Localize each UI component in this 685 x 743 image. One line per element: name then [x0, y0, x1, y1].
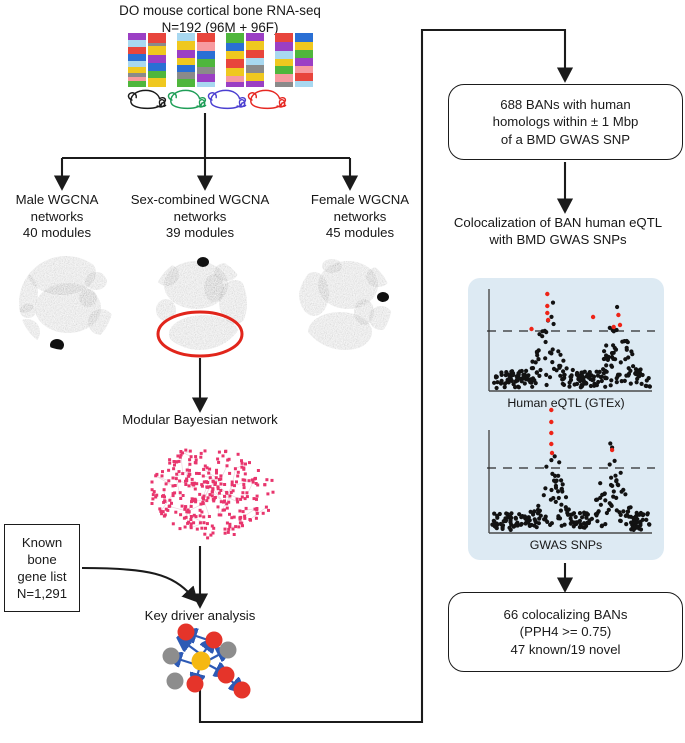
haplotype-bar: [128, 33, 146, 87]
combined-network-circle: [153, 256, 247, 350]
haplotype-bar: [226, 33, 244, 87]
label-female-wgcna: Female WGCNA networks 45 modules: [310, 192, 410, 241]
caption-human-eqtl: Human eQTL (GTEx): [507, 396, 625, 410]
haplotype-bar: [148, 33, 166, 87]
manhattan-panel: [468, 278, 664, 560]
haplotype-bar: [275, 33, 293, 87]
female-network-circle: [298, 256, 392, 350]
label-combined-wgcna: Sex-combined WGCNA networks 39 modules: [130, 192, 270, 241]
mouse-icon: [167, 89, 207, 110]
haplotype-bar: [295, 33, 313, 87]
haplotype-bar: [197, 33, 215, 87]
label-key-driver-analysis: Key driver analysis: [144, 608, 256, 623]
known-bone-gene-list-box: Known bone gene list N=1,291: [4, 524, 80, 612]
mouse-icon: [207, 89, 247, 110]
colocalizing-bans-result-box: 66 colocalizing BANs (PPH4 >= 0.75) 47 k…: [448, 592, 683, 672]
haplotype-bar: [177, 33, 195, 87]
mouse-icon: [127, 89, 167, 110]
male-network-circle: [19, 256, 113, 350]
label-colocalization: Colocalization of BAN human eQTL with BM…: [453, 215, 663, 247]
haplotype-bar: [246, 33, 264, 87]
mouse-icon: [247, 89, 287, 110]
label-bayesian-network: Modular Bayesian network: [122, 412, 278, 427]
arrow-known-genes-to-kda: [81, 566, 198, 603]
bans-box: 688 BANs with human homologs within ± 1 …: [448, 84, 683, 160]
page-title: DO mouse cortical bone RNA-seq N=192 (96…: [119, 3, 321, 35]
highlight-ellipse: [156, 310, 244, 358]
label-male-wgcna: Male WGCNA networks 40 modules: [15, 192, 99, 241]
kda-nodes: [162, 623, 251, 699]
caption-gwas-snps: GWAS SNPs: [529, 538, 603, 552]
